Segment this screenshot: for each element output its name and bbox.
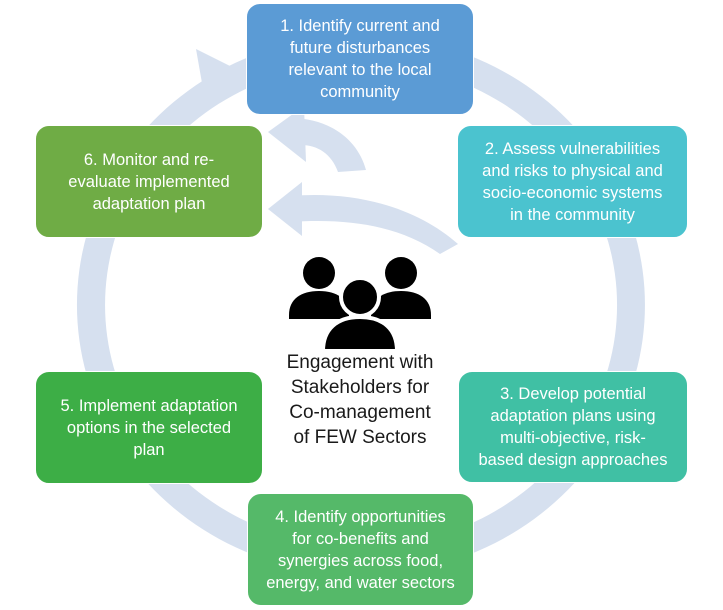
step-3-line: multi-objective, risk-: [500, 429, 646, 447]
center-line: of FEW Sectors: [293, 427, 427, 448]
step-5-implement-options: 5. Implement adaptation options in the s…: [35, 371, 263, 484]
step-3-line: adaptation plans using: [490, 407, 656, 425]
step-1-line: community: [320, 83, 400, 101]
center-line: Co-management: [289, 402, 431, 423]
step-2-assess-vulnerabilities: 2. Assess vulnerabilities and risks to p…: [457, 125, 688, 238]
step-3-line: 3. Develop potential: [500, 385, 646, 403]
step-2-line: in the community: [510, 205, 635, 224]
ring-arrow-inner-upper: [290, 118, 366, 172]
step-4-line: synergies across food,: [277, 551, 444, 570]
step-1-line: future disturbances: [289, 39, 431, 57]
step-2-line: and risks to physical and: [482, 161, 663, 180]
step-4-identify-opportunities: 4. Identify opportunities for co-benefit…: [247, 493, 474, 606]
step-3-develop-plans: 3. Develop potential adaptation plans us…: [458, 371, 688, 483]
step-6-line: 6. Monitor and re-: [83, 150, 215, 169]
center-line: Stakeholders for: [290, 377, 430, 398]
step-6-line: adaptation plan: [92, 194, 206, 213]
step-4-line: for co-benefits and: [292, 529, 429, 548]
step-6-monitor-reevaluate: 6. Monitor and re- evaluate implemented …: [35, 125, 263, 238]
step-5-line: options in the selected: [66, 418, 232, 437]
step-4-line: 4. Identify opportunities: [275, 507, 446, 526]
step-1-line: 1. Identify current and: [280, 17, 440, 35]
step-2-line: 2. Assess vulnerabilities: [484, 139, 661, 158]
step-1-identify-disturbances: 1. Identify current and future disturban…: [246, 3, 474, 115]
ring-arrowhead-inner-upper: [268, 106, 306, 162]
step-5-line: plan: [133, 440, 165, 459]
step-3-line: based design approaches: [478, 451, 668, 469]
ring-arrowhead-top: [196, 49, 238, 100]
center-line: Engagement with: [286, 352, 434, 373]
center-engagement-label: Engagement with Stakeholders for Co-mana…: [260, 350, 460, 450]
step-4-line: energy, and water sectors: [266, 573, 455, 592]
step-5-line: 5. Implement adaptation: [60, 396, 238, 415]
step-1-line: relevant to the local: [288, 61, 432, 79]
step-6-line: evaluate implemented: [68, 172, 230, 191]
people-group-icon: [289, 257, 431, 353]
ring-arrowhead-inner-lower: [268, 182, 302, 236]
ring-arrow-inner-lower: [290, 194, 458, 254]
step-2-line: socio-economic systems: [482, 183, 663, 202]
